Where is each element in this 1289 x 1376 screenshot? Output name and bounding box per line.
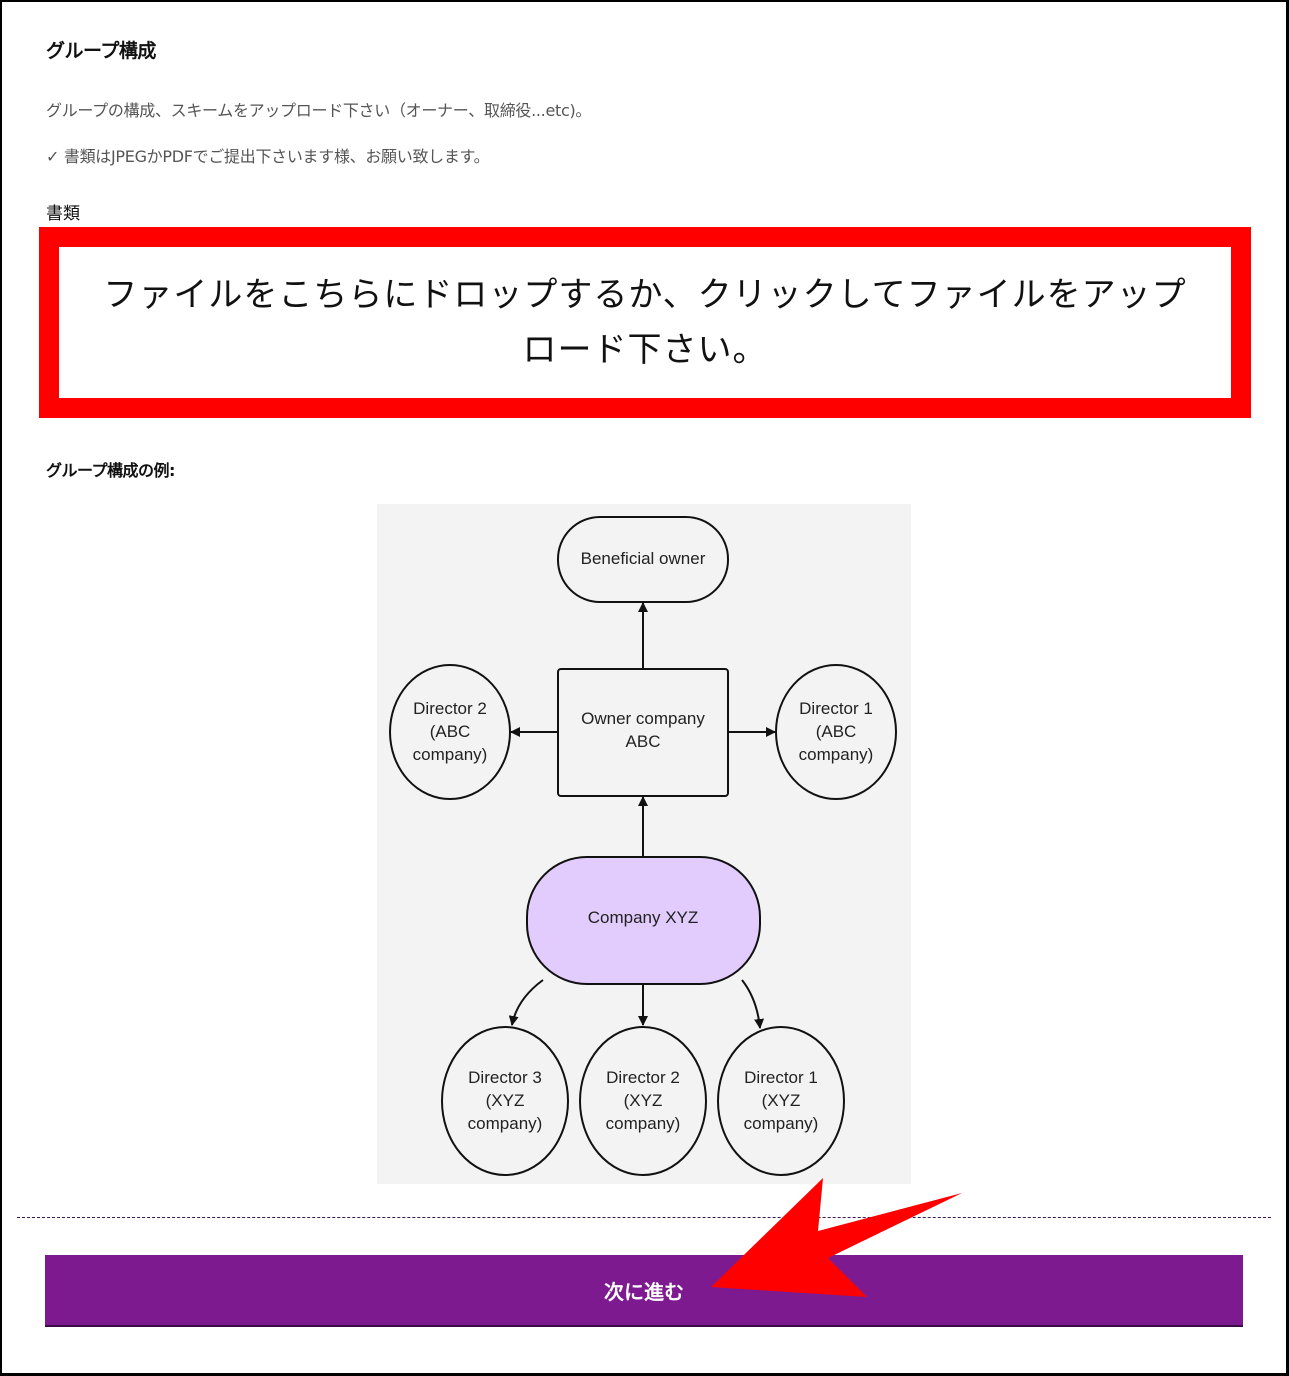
svg-text:company): company) — [744, 1114, 819, 1133]
node-director2-xyz: Director 2 (XYZ company) — [579, 1026, 707, 1176]
svg-text:Owner company: Owner company — [581, 709, 705, 728]
svg-text:Beneficial owner: Beneficial owner — [581, 549, 706, 568]
documents-label: 書類 — [46, 204, 80, 224]
node-director2-abc: Director 2 (ABC company) — [389, 664, 511, 800]
svg-text:Director 1: Director 1 — [744, 1068, 818, 1087]
group-structure-diagram: Beneficial owner Owner company ABC Direc… — [377, 504, 911, 1184]
node-beneficial-owner: Beneficial owner — [557, 516, 729, 603]
svg-text:Director 1: Director 1 — [799, 699, 873, 718]
svg-text:Company XYZ: Company XYZ — [588, 908, 699, 927]
section-divider — [17, 1217, 1271, 1218]
node-company-xyz: Company XYZ — [526, 856, 761, 985]
svg-text:Director 3: Director 3 — [468, 1068, 542, 1087]
svg-text:company): company) — [799, 745, 874, 764]
svg-text:company): company) — [606, 1114, 681, 1133]
example-label: グループ構成の例: — [46, 461, 175, 480]
svg-text:(ABC: (ABC — [430, 722, 471, 741]
next-button[interactable]: 次に進む — [45, 1255, 1243, 1327]
svg-text:(ABC: (ABC — [816, 722, 857, 741]
svg-text:Director 2: Director 2 — [413, 699, 487, 718]
node-director3-xyz: Director 3 (XYZ company) — [441, 1026, 569, 1176]
node-owner-company: Owner company ABC — [557, 668, 729, 797]
section-title: グループ構成 — [46, 40, 156, 62]
file-dropzone[interactable]: ファイルをこちらにドロップするか、クリックしてファイルをアップロード下さい。 — [39, 227, 1251, 418]
node-director1-abc: Director 1 (ABC company) — [775, 664, 897, 800]
svg-text:(XYZ: (XYZ — [624, 1091, 663, 1110]
svg-text:(XYZ: (XYZ — [762, 1091, 801, 1110]
node-director1-xyz: Director 1 (XYZ company) — [717, 1026, 845, 1176]
dropzone-text: ファイルをこちらにドロップするか、クリックしてファイルをアップロード下さい。 — [103, 274, 1187, 370]
svg-text:company): company) — [413, 745, 488, 764]
svg-text:(XYZ: (XYZ — [486, 1091, 525, 1110]
file-format-note: ✓ 書類はJPEGかPDFでご提出下さいます様、お願い致します。 — [46, 147, 490, 166]
svg-text:Director 2: Director 2 — [606, 1068, 680, 1087]
section-description: グループの構成、スキームをアップロード下さい（オーナー、取締役...etc)。 — [46, 101, 592, 120]
svg-text:ABC: ABC — [626, 732, 661, 751]
svg-text:company): company) — [468, 1114, 543, 1133]
